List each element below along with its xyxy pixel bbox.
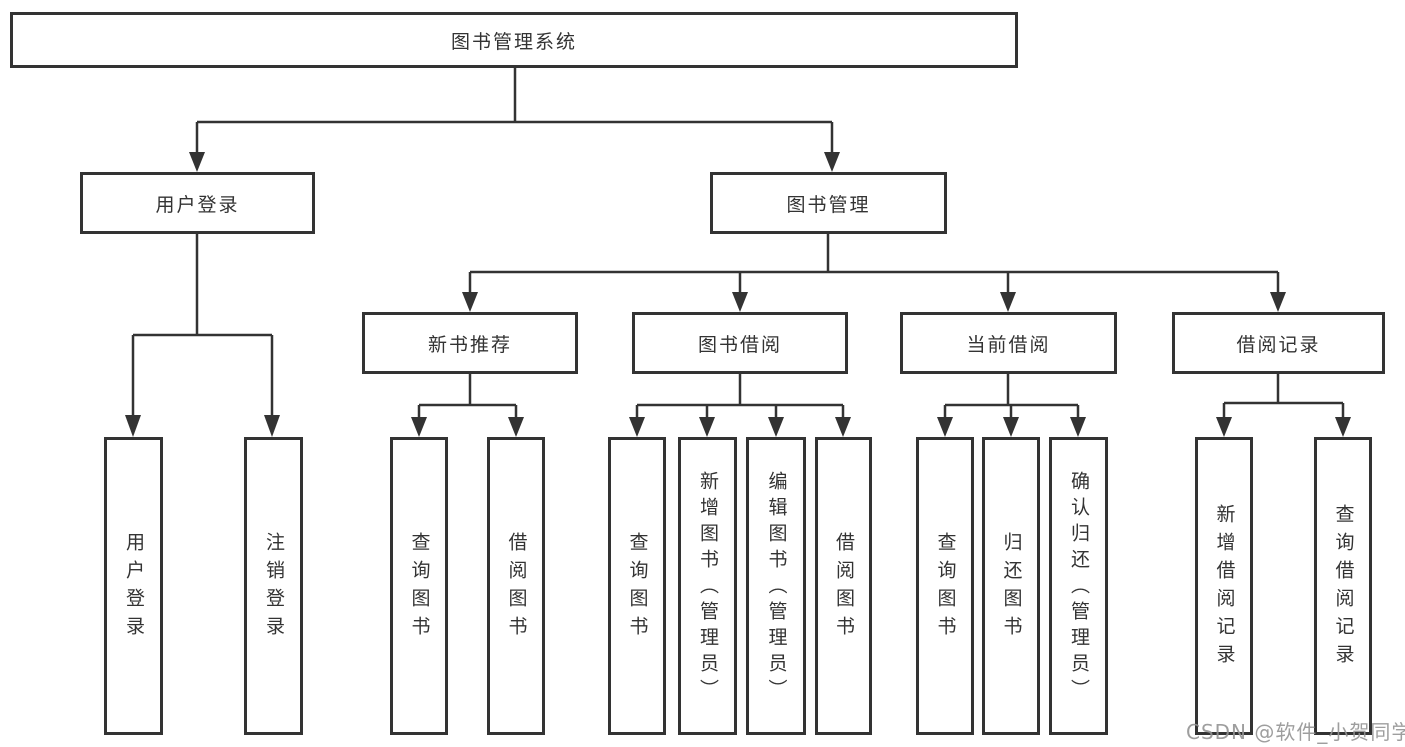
arrowheads-level2 bbox=[189, 152, 840, 172]
leaf-recommend-query-books: 查询图书 bbox=[390, 437, 448, 735]
leaf-recommend-borrow-books: 借阅图书 bbox=[487, 437, 545, 735]
connector-user-login-branch bbox=[131, 234, 274, 417]
connector-current-borrow-branch bbox=[943, 374, 1080, 419]
leaf-query-borrow-record: 查询借阅记录 bbox=[1314, 437, 1372, 735]
connector-root-to-level2 bbox=[195, 68, 834, 154]
node-book-management: 图书管理 bbox=[710, 172, 947, 234]
leaf-logout: 注销登录 bbox=[244, 437, 303, 735]
node-current-borrowing: 当前借阅 bbox=[900, 312, 1117, 374]
leaf-user-login: 用户登录 bbox=[104, 437, 163, 735]
node-book-borrowing: 图书借阅 bbox=[632, 312, 848, 374]
arrowheads-current-borrow-leaves bbox=[937, 417, 1086, 437]
connector-new-book-rec-branch bbox=[417, 374, 518, 419]
csdn-watermark: CSDN @软件_小贺同学 bbox=[1186, 720, 1405, 744]
leaf-add-books-admin: 新增图书（管理员） bbox=[678, 437, 737, 735]
node-new-book-recommendation: 新书推荐 bbox=[362, 312, 578, 374]
node-library-management-system: 图书管理系统 bbox=[10, 12, 1018, 68]
leaf-confirm-return-admin: 确认归还（管理员） bbox=[1049, 437, 1108, 735]
arrowheads-borrow-record-leaves bbox=[1216, 417, 1351, 437]
arrowheads-book-borrow-leaves bbox=[629, 417, 851, 437]
leaf-current-query-books: 查询图书 bbox=[916, 437, 974, 735]
leaf-edit-books-admin: 编辑图书（管理员） bbox=[746, 437, 806, 735]
node-borrowing-records: 借阅记录 bbox=[1172, 312, 1385, 374]
leaf-borrow-query-books: 查询图书 bbox=[608, 437, 666, 735]
node-user-login: 用户登录 bbox=[80, 172, 315, 234]
arrowheads-new-book-rec-leaves bbox=[411, 417, 524, 437]
arrowheads-level3 bbox=[462, 292, 1286, 312]
connector-book-mgmt-branch bbox=[468, 234, 1280, 294]
connector-book-borrow-branch bbox=[635, 374, 845, 419]
leaf-add-borrow-record: 新增借阅记录 bbox=[1195, 437, 1253, 735]
arrowheads-user-login-leaves bbox=[125, 415, 280, 437]
leaf-borrow-books: 借阅图书 bbox=[815, 437, 872, 735]
connector-borrow-record-branch bbox=[1222, 374, 1345, 419]
leaf-return-books: 归还图书 bbox=[982, 437, 1040, 735]
